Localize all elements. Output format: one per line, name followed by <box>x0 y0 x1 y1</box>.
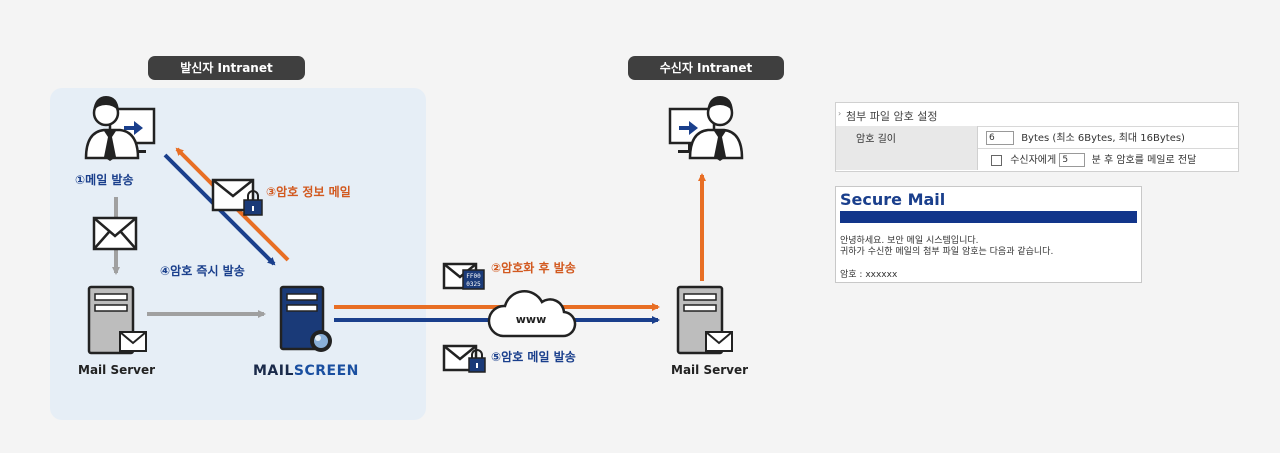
secure-mail-preview: Secure Mail 안녕하세요. 보안 메일 시스템입니다. 귀하가 수신한… <box>835 186 1142 283</box>
envelope-icon <box>92 216 138 251</box>
cloud-icon <box>487 290 577 338</box>
sender-user-icon <box>84 96 156 161</box>
sender-intranet-label: 발신자 Intranet <box>148 56 305 80</box>
delay-minutes-input[interactable]: 5 <box>1059 153 1086 167</box>
step4-label: ④암호 즉시 발송 <box>160 264 245 278</box>
attachment-password-settings: › 첨부 파일 암호 설정 암호 길이 6 Bytes (최소 6Bytes, … <box>835 102 1239 172</box>
step1-label: ①메일 발송 <box>75 173 134 187</box>
step5-label: ⑤암호 메일 발송 <box>491 350 576 364</box>
secure-mail-banner <box>840 211 1137 223</box>
mailscreen-server-icon <box>279 285 332 352</box>
step3-label: ③암호 정보 메일 <box>266 185 351 199</box>
brand-part1: MAIL <box>253 363 294 379</box>
delay-suffix: 분 후 암호를 메일로 전달 <box>1091 155 1197 166</box>
secure-mail-password: 암호 : xxxxxx <box>840 270 898 280</box>
envelope-lock-icon <box>442 344 486 373</box>
password-length-label: 암호 길이 <box>856 134 896 145</box>
delay-prefix: 수신자에게 <box>1010 155 1057 166</box>
password-length-hint: Bytes (최소 6Bytes, 최대 16Bytes) <box>1021 133 1185 144</box>
settings-title: 첨부 파일 암호 설정 <box>846 110 938 123</box>
settings-header-row: › 첨부 파일 암호 설정 <box>836 103 1238 127</box>
secure-mail-line1: 안녕하세요. 보안 메일 시스템입니다. <box>840 236 979 246</box>
password-length-input[interactable]: 6 <box>986 131 1014 145</box>
envelope-lock-icon <box>211 178 263 216</box>
receiver-user-icon <box>668 96 744 161</box>
left-mail-server-label: Mail Server <box>78 363 156 377</box>
secure-mail-title: Secure Mail <box>840 190 946 209</box>
password-length-cell: 6 Bytes (최소 6Bytes, 최대 16Bytes) <box>986 129 1185 145</box>
brand-part2: SCREEN <box>293 363 359 379</box>
receiver-intranet-label: 수신자 Intranet <box>628 56 784 80</box>
delay-cell: 수신자에게 5 분 후 암호를 메일로 전달 <box>991 151 1196 167</box>
left-mail-server-icon <box>87 285 147 355</box>
secure-mail-line2: 귀하가 수신한 메일의 첨부 파일 암호는 다음과 같습니다. <box>840 247 1054 257</box>
settings-row-length: 암호 길이 6 Bytes (최소 6Bytes, 최대 16Bytes) <box>836 126 1238 149</box>
settings-row-delay: 수신자에게 5 분 후 암호를 메일로 전달 <box>836 148 1238 170</box>
settings-label-cell <box>836 148 978 170</box>
mailscreen-logo: MAILSCREEN <box>253 363 359 379</box>
cloud-label: www <box>516 313 547 326</box>
caret-icon: › <box>838 109 842 118</box>
hex-badge-line2: 0325 <box>466 281 481 288</box>
settings-label-cell: 암호 길이 <box>836 126 978 148</box>
right-mail-server-icon <box>676 285 733 355</box>
hex-badge-line1: FF00 <box>466 273 481 280</box>
envelope-encrypted-icon <box>442 262 485 290</box>
step2-label: ②암호화 후 발송 <box>491 261 576 275</box>
send-later-checkbox[interactable] <box>991 154 1002 166</box>
right-mail-server-label: Mail Server <box>671 363 749 377</box>
